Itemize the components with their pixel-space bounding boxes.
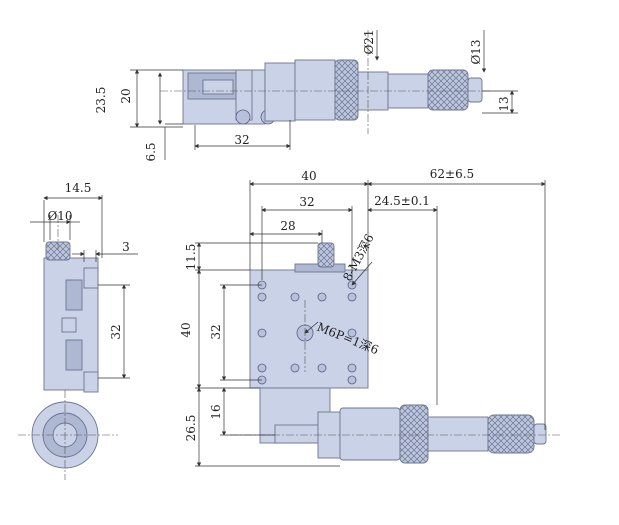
- mount-hole: [347, 363, 357, 373]
- side-slot-bottom: [65, 339, 83, 371]
- dim-26-5: 26.5: [184, 415, 198, 442]
- dim-40-width: 40: [301, 169, 316, 183]
- front-view: 40 32 28 62±6.5 24.5±0.1 11.5 40 32 16 2…: [179, 167, 560, 467]
- dim-20: 20: [119, 88, 133, 103]
- dim-62-tol: 62±6.5: [430, 167, 474, 181]
- dim-14-5: 14.5: [65, 181, 92, 195]
- mount-hole: [257, 328, 267, 338]
- mount-hole: [347, 328, 357, 338]
- front-lock-knob: [317, 242, 335, 268]
- side-view: 14.5 Ø10 3 32: [18, 181, 138, 480]
- dim-24-5-tol: 24.5±0.1: [374, 194, 430, 208]
- front-hole-grid: [257, 280, 357, 385]
- mount-hole: [290, 363, 300, 373]
- front-micrometer-cap: [533, 423, 547, 445]
- side-knob: [45, 241, 71, 261]
- dim-11-5: 11.5: [184, 244, 198, 271]
- dim-13: 13: [497, 96, 511, 111]
- mount-hole: [347, 292, 357, 302]
- micrometer-knurl-small: [427, 69, 469, 111]
- front-micrometer-barrel: [339, 407, 401, 461]
- micrometer-cap: [467, 77, 483, 103]
- dim-40-height: 40: [179, 322, 193, 337]
- mount-hole: [317, 292, 327, 302]
- dim-d10: Ø10: [47, 209, 72, 223]
- mount-hole: [290, 292, 300, 302]
- micrometer-sleeve: [264, 62, 296, 122]
- side-lock: [61, 317, 77, 333]
- dim-32-height: 32: [209, 324, 223, 339]
- dim-16: 16: [209, 404, 223, 419]
- dim-3: 3: [122, 240, 130, 254]
- micrometer-barrel: [294, 59, 336, 121]
- mount-hole: [257, 292, 267, 302]
- dim-d13: Ø13: [469, 39, 483, 64]
- dim-32-width: 32: [299, 195, 314, 209]
- side-slot-top: [65, 279, 83, 311]
- front-micrometer-neck: [427, 416, 489, 452]
- side-tab-bottom: [83, 371, 99, 393]
- side-tab-top: [83, 267, 99, 289]
- mount-hole: [347, 375, 357, 385]
- dim-6-5: 6.5: [144, 142, 158, 161]
- micrometer-knurl-large: [334, 59, 359, 121]
- mount-hole: [317, 363, 327, 373]
- dim-23-5: 23.5: [94, 87, 108, 114]
- front-knurl-small: [487, 414, 535, 454]
- dim-d21: Ø21: [362, 29, 376, 54]
- top-screw-left: [235, 109, 251, 125]
- dim-32-side: 32: [109, 324, 123, 339]
- dim-32-top: 32: [234, 133, 249, 147]
- top-stage-spring: [202, 79, 234, 95]
- dim-28: 28: [280, 219, 295, 233]
- mount-hole: [257, 363, 267, 373]
- top-view: 23.5 20 6.5 32 Ø21 Ø13 13: [94, 29, 518, 162]
- front-knurl-large: [399, 404, 429, 464]
